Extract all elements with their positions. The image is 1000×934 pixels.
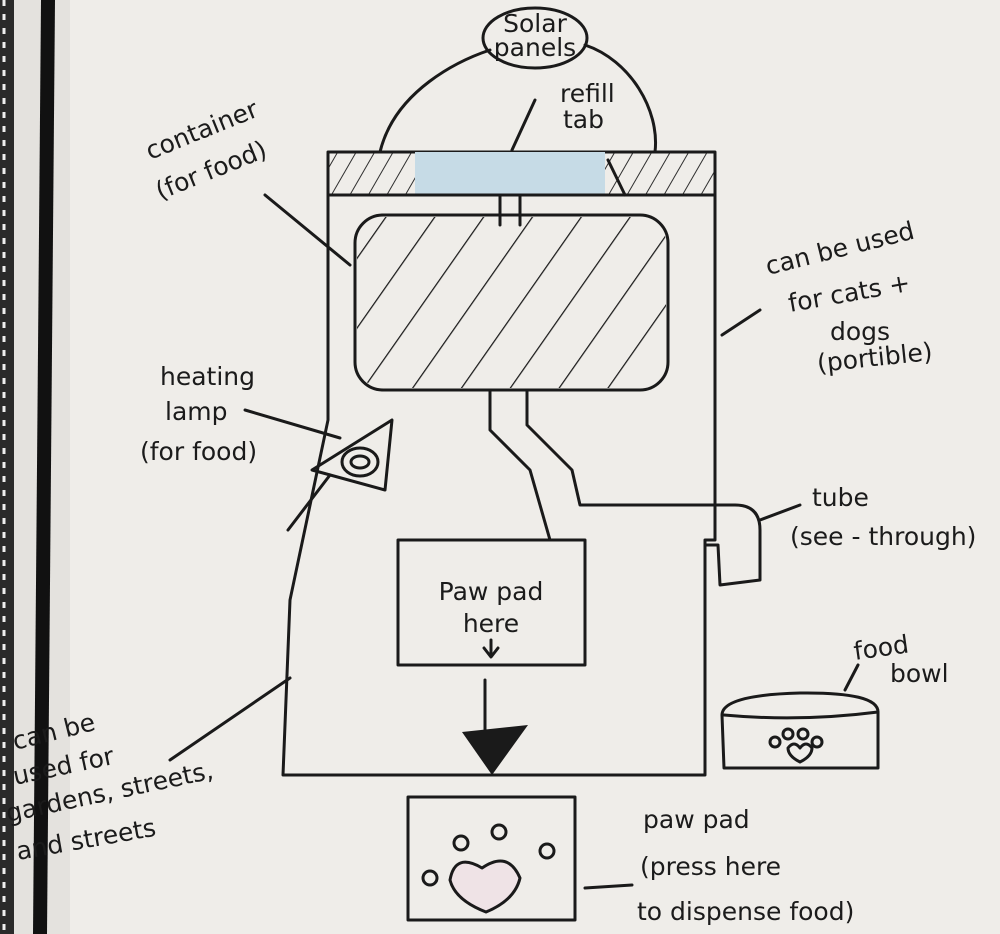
cats-label-3: dogs (830, 317, 890, 346)
food-bowl (720, 691, 880, 770)
gardens-pointer (168, 676, 292, 762)
solar-panels (481, 6, 589, 70)
bowl-label-2: bowl (890, 659, 949, 688)
lamp-pointer (243, 408, 342, 440)
solar-wire-right (583, 43, 658, 154)
lamp-label-1: heating (160, 362, 255, 391)
paw-pointer (583, 883, 634, 890)
lamp-label-3: (for food) (140, 437, 257, 466)
refill-label-1: refill (560, 79, 615, 108)
heating-lamp (310, 418, 394, 492)
paw-pad-here-label-2: here (463, 609, 519, 638)
solar-wire-left (378, 48, 492, 154)
lamp-bulb-icon (340, 446, 380, 478)
paw-label-3: to dispense food) (637, 897, 854, 926)
tube-label-2: (see - through) (790, 522, 976, 551)
paw-label-2: (press here (640, 852, 781, 881)
paw-heart-icon (421, 823, 556, 914)
tube-pointer (758, 503, 802, 522)
small-arrow-icon (482, 638, 500, 659)
refill-label-2: tab (563, 105, 604, 134)
binder-edge (0, 0, 70, 934)
paw-pad-button (406, 795, 577, 922)
bowl-paw-icon (768, 727, 824, 764)
food-container (353, 213, 670, 392)
cats-pointer (720, 308, 762, 337)
paw-label-1: paw pad (643, 805, 750, 834)
tube-label-1: tube (812, 483, 869, 512)
solar-label-2: panels (494, 33, 576, 62)
bowl-pointer (843, 663, 860, 692)
tube (488, 388, 762, 587)
lamp-label-2: lamp (165, 397, 228, 426)
container-pointer (263, 193, 352, 267)
paw-pad-here-label-1: Paw pad (439, 577, 544, 606)
cats-label-2: for cats + (786, 268, 912, 318)
dispenser-body (281, 150, 717, 777)
paw-pad-here-box (396, 538, 587, 667)
refill-pointer (510, 98, 537, 152)
solar-label-1: Solar (503, 9, 567, 38)
